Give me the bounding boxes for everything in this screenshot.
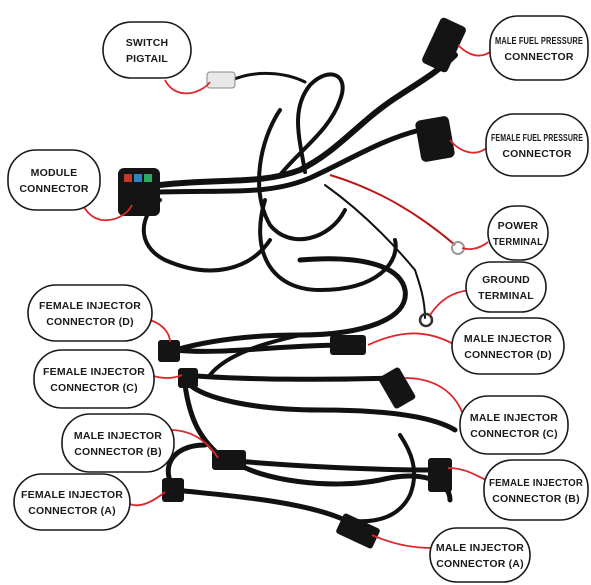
label-male-injector-connector-b: MALE INJECTOR CONNECTOR (B) [62,414,174,472]
label-line: CONNECTOR (D) [464,349,552,361]
label-line: TERMINAL [493,236,543,248]
label-box [486,114,588,176]
harness-cables [144,55,455,521]
label-line: CONNECTOR (B) [74,446,162,458]
leader-male-injector-a [372,535,432,548]
label-box [62,414,174,472]
label-line: GROUND [482,274,530,286]
ground-terminal-ring [420,314,432,326]
male-injector-c-plug [378,366,417,409]
label-line: MALE INJECTOR [464,333,552,345]
male-injector-b-plug [212,450,246,470]
label-box [490,16,588,80]
label-box [430,528,530,582]
male-injector-a-plug [335,513,381,550]
label-line: TERMINAL [478,290,534,302]
label-male-fuel-pressure-connector: MALE FUEL PRESSURE CONNECTOR [490,16,588,80]
label-female-injector-connector-c: FEMALE INJECTOR CONNECTOR (C) [34,350,154,408]
label-line: FEMALE FUEL PRESSURE [491,132,583,144]
label-line: MALE INJECTOR [74,430,162,442]
label-female-injector-connector-d: FEMALE INJECTOR CONNECTOR (D) [28,285,152,341]
leader-male-fuel-pressure [458,45,493,56]
label-line: CONNECTOR (C) [470,428,558,440]
label-switch-pigtail: SWITCH PIGTAIL [103,22,191,78]
label-male-injector-connector-c: MALE INJECTOR CONNECTOR (C) [460,396,568,454]
label-line: MALE FUEL PRESSURE [495,35,583,47]
label-box [488,206,548,260]
label-box [452,318,564,374]
label-box [8,150,100,210]
female-fuel-pressure-plug [415,115,456,162]
label-box [14,474,130,530]
label-line: MODULE [31,167,78,179]
female-injector-b-plug [428,458,452,492]
label-line: CONNECTOR (D) [46,316,134,328]
label-line: FEMALE INJECTOR [39,300,141,312]
label-line: FEMALE INJECTOR [21,489,123,501]
label-line: POWER [498,220,539,232]
label-box [103,22,191,78]
female-injector-d-plug [158,340,180,362]
label-box [466,262,546,312]
label-module-connector: MODULE CONNECTOR [8,150,100,210]
label-male-injector-connector-a: MALE INJECTOR CONNECTOR (A) [430,528,530,582]
label-line: CONNECTOR (A) [28,505,116,517]
leader-power-terminal [462,242,488,249]
label-line: CONNECTOR (A) [436,558,524,570]
label-box [34,350,154,408]
male-fuel-pressure-plug [421,16,468,73]
label-box [460,396,568,454]
label-line: MALE INJECTOR [436,542,524,554]
switch-pigtail-plug [207,72,235,88]
leader-female-injector-a [128,492,165,505]
male-injector-d-plug [330,335,366,355]
label-line: CONNECTOR (B) [492,493,580,505]
leader-male-injector-d [368,333,455,345]
label-line: CONNECTOR [19,183,88,195]
label-ground-terminal: GROUND TERMINAL [466,262,546,312]
label-line: PIGTAIL [126,53,168,65]
leader-switch-pigtail [165,80,210,93]
label-line: MALE INJECTOR [470,412,558,424]
leader-female-injector-b [448,468,486,480]
label-line: SWITCH [126,37,169,49]
female-injector-c-plug [178,368,198,388]
label-line: FEMALE INJECTOR [489,477,583,489]
leader-female-injector-c [150,375,182,378]
label-female-injector-connector-a: FEMALE INJECTOR CONNECTOR (A) [14,474,130,530]
label-power-terminal: POWER TERMINAL [488,206,548,260]
callout-labels: SWITCH PIGTAIL MALE FUEL PRESSURE CONNECTOR… [8,16,588,582]
label-male-injector-connector-d: MALE INJECTOR CONNECTOR (D) [452,318,564,374]
label-female-injector-connector-b: FEMALE INJECTOR CONNECTOR (B) [484,460,588,520]
label-line: CONNECTOR [504,51,573,63]
label-line: CONNECTOR [502,148,571,160]
female-injector-a-plug [162,478,184,502]
label-line: FEMALE INJECTOR [43,366,145,378]
leader-female-injector-d [150,320,170,342]
label-line: CONNECTOR (C) [50,382,138,394]
leader-female-fuel-pressure [450,140,490,153]
label-female-fuel-pressure-connector: FEMALE FUEL PRESSURE CONNECTOR [486,114,588,176]
label-box [484,460,588,520]
label-box [28,285,152,341]
leader-ground-terminal [430,290,470,315]
